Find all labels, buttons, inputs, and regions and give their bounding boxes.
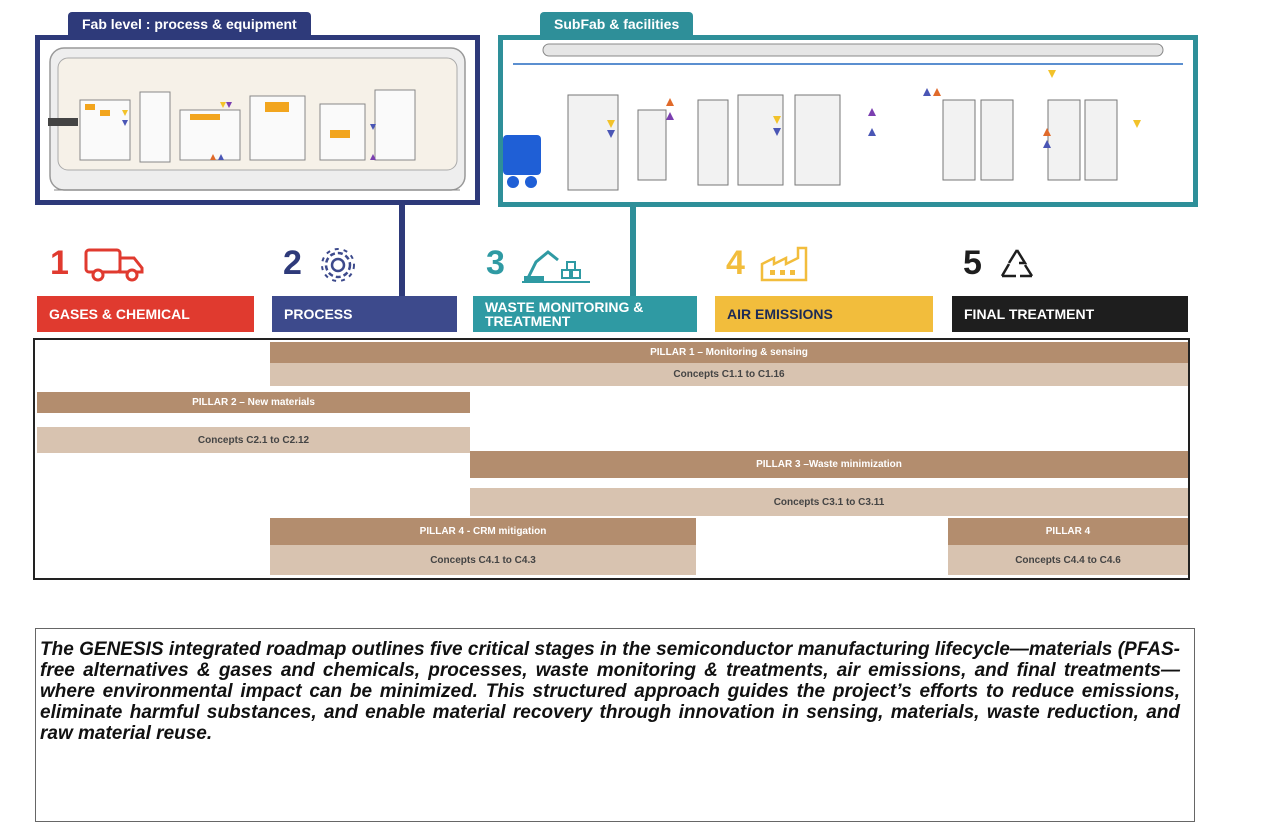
caption-box: The GENESIS integrated roadmap outlines … bbox=[35, 628, 1195, 822]
pillar-4b-concepts: Concepts C4.4 to C4.6 bbox=[948, 545, 1188, 575]
stage-4-label: AIR EMISSIONS bbox=[715, 296, 933, 332]
fab-level-label: Fab level : process & equipment bbox=[82, 16, 297, 32]
pillar-4b-title: PILLAR 4 bbox=[948, 518, 1188, 545]
fab-level-tab: Fab level : process & equipment bbox=[68, 12, 311, 36]
pillar-4-concepts: Concepts C4.1 to C4.3 bbox=[270, 545, 696, 575]
pillar-1-concepts: Concepts C1.1 to C1.16 bbox=[270, 363, 1188, 386]
gear-icon bbox=[321, 248, 355, 282]
truck-icon bbox=[84, 248, 144, 282]
fab-illustration bbox=[48, 47, 466, 191]
recycle-icon bbox=[1000, 249, 1034, 278]
fab-level-panel bbox=[35, 35, 480, 205]
stage-1-number: 1 bbox=[50, 244, 69, 282]
factory-icon bbox=[760, 246, 808, 282]
robot-arm-icon bbox=[522, 250, 590, 283]
subfab-illustration bbox=[503, 43, 1183, 191]
subfab-label: SubFab & facilities bbox=[554, 16, 680, 32]
pillar-grid: PILLAR 1 – Monitoring & sensing Concepts… bbox=[33, 338, 1190, 580]
stage-5-label: FINAL TREATMENT bbox=[952, 296, 1188, 332]
subfab-connector bbox=[630, 207, 636, 297]
stage-3-number: 3 bbox=[486, 244, 505, 282]
stage-3-label: WASTE MONITORING & TREATMENT bbox=[473, 296, 697, 332]
pillar-4-title: PILLAR 4 - CRM mitigation bbox=[270, 518, 696, 545]
pillar-1-title: PILLAR 1 – Monitoring & sensing bbox=[270, 342, 1188, 363]
pillar-3-title: PILLAR 3 –Waste minimization bbox=[470, 451, 1188, 478]
stage-5-number: 5 bbox=[963, 244, 982, 282]
caption-text: The GENESIS integrated roadmap outlines … bbox=[40, 639, 1180, 744]
stage-2-number: 2 bbox=[283, 244, 302, 282]
subfab-tab: SubFab & facilities bbox=[540, 12, 694, 36]
subfab-panel bbox=[498, 35, 1198, 207]
pillar-3-concepts: Concepts C3.1 to C3.11 bbox=[470, 488, 1188, 516]
pillar-2-concepts: Concepts C2.1 to C2.12 bbox=[37, 427, 470, 453]
stage-4-number: 4 bbox=[726, 244, 745, 282]
stage-1-label: GASES & CHEMICAL bbox=[37, 296, 254, 332]
fab-connector bbox=[399, 205, 405, 297]
stage-2-label: PROCESS bbox=[272, 296, 457, 332]
pillar-2-title: PILLAR 2 – New materials bbox=[37, 392, 470, 413]
